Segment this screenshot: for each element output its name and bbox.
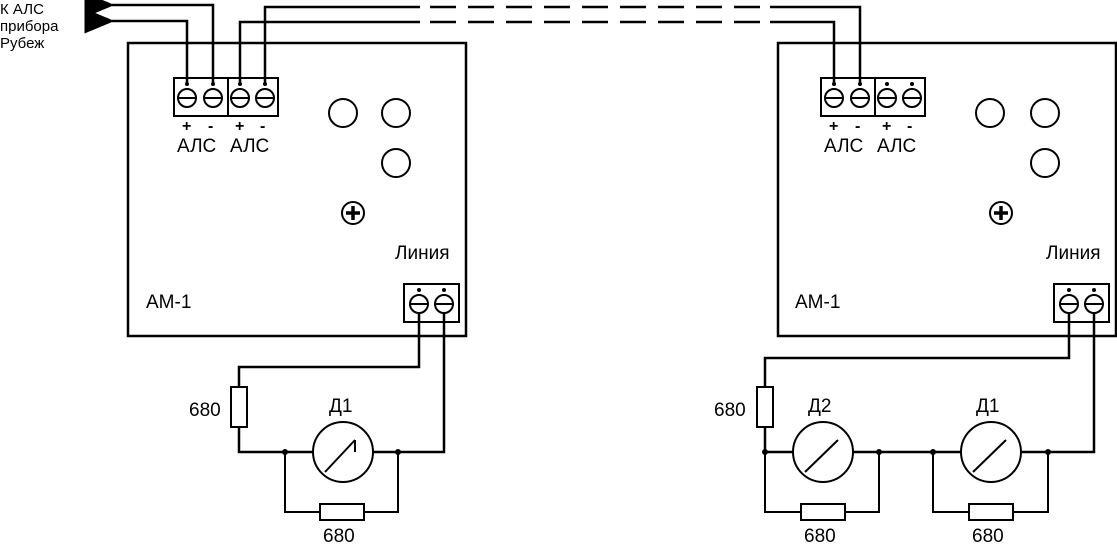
indicator-led-icon	[381, 98, 411, 128]
line-terminal-block	[403, 283, 460, 323]
alc-terminal-block	[820, 77, 926, 117]
indicator-led-icon	[975, 98, 1005, 128]
terminal-screw-icon	[850, 88, 870, 108]
resistor-end-of-line	[756, 386, 774, 428]
alc-label-2: АЛС	[230, 136, 269, 157]
line-terminal-block	[1053, 283, 1110, 323]
indicator-led-icon	[328, 98, 358, 128]
resistor-end-of-line	[230, 386, 248, 428]
alc-minus-wire	[84, 0, 215, 84]
terminal-screw-icon	[230, 88, 250, 108]
interconnect-inner-wire-right	[770, 20, 836, 84]
module-name: АМ-1	[146, 292, 191, 313]
bypass-resistor	[968, 503, 1014, 521]
indicator-led-icon	[381, 148, 411, 178]
alc-label-1: АЛС	[824, 136, 863, 157]
detector-label: Д1	[329, 396, 352, 417]
mounting-screw-icon	[989, 201, 1013, 225]
detector-icon	[792, 421, 854, 483]
bypass-resistor-label: 680	[804, 526, 836, 547]
line-label: Линия	[395, 243, 449, 264]
terminal-screw-icon	[902, 88, 922, 108]
interconnect-inner-wire-left	[238, 20, 420, 84]
loop-circuit-right: 680 Д2 680 Д1 680	[714, 313, 1096, 547]
pm-minus-2: -	[260, 118, 265, 135]
interconnect-outer-wire-right	[770, 5, 862, 84]
pm-plus-2: +	[235, 118, 244, 135]
alc-label-2: АЛС	[877, 136, 916, 157]
detector-label: Д1	[976, 396, 999, 417]
resistor-end-label: 680	[189, 400, 221, 421]
pm-minus-1: -	[208, 118, 213, 135]
source-label-line1: К АЛС	[0, 1, 44, 18]
pm-minus-2: -	[907, 118, 912, 135]
terminal-block-frame	[173, 77, 279, 117]
module-body	[776, 41, 1117, 338]
pm-plus-1: +	[182, 118, 191, 135]
detector-d1	[960, 421, 1022, 483]
pm-plus-2: +	[882, 118, 891, 135]
detector-d2	[792, 421, 854, 483]
pm-minus-1: -	[855, 118, 860, 135]
interconnect-outer-wire-left	[263, 5, 420, 84]
bypass-resistor-label: 680	[323, 526, 355, 547]
resistor-end-label: 680	[714, 400, 746, 421]
detector-label: Д2	[808, 396, 831, 417]
source-label-line3: Рубеж	[0, 35, 44, 52]
detector-icon	[960, 421, 1022, 483]
terminal-screw-icon	[203, 88, 223, 108]
line-label: Линия	[1046, 243, 1100, 264]
indicator-led-icon	[1030, 98, 1060, 128]
source-plus-sign: +	[96, 14, 105, 31]
module-name: АМ-1	[795, 292, 840, 313]
bypass-resistor	[800, 503, 846, 521]
source-label-line2: прибора	[0, 18, 59, 35]
loop-circuit-left: 680 Д1 680	[189, 313, 446, 547]
detector-d1	[312, 421, 374, 483]
source-minus-sign: -	[98, 0, 103, 15]
module-am1-right: + - + - АЛС АЛС Линия АМ-1	[776, 41, 1117, 338]
terminal-screw-icon	[177, 88, 197, 108]
bypass-resistor-label: 680	[972, 526, 1004, 547]
alc-plus-wire	[84, 8, 189, 84]
bypass-resistor	[319, 503, 365, 521]
module-am1-left: + - + - АЛС АЛС Линия АМ-1	[126, 41, 468, 338]
alc-terminal-block	[173, 77, 279, 117]
terminal-screw-icon	[877, 88, 897, 108]
pm-plus-1: +	[829, 118, 838, 135]
terminal-block-frame	[820, 77, 926, 117]
terminal-screw-icon	[824, 88, 844, 108]
terminal-screw-icon	[255, 88, 275, 108]
alc-label-1: АЛС	[177, 136, 216, 157]
module-body	[126, 41, 468, 338]
indicator-led-icon	[1030, 148, 1060, 178]
mounting-screw-icon	[341, 201, 365, 225]
